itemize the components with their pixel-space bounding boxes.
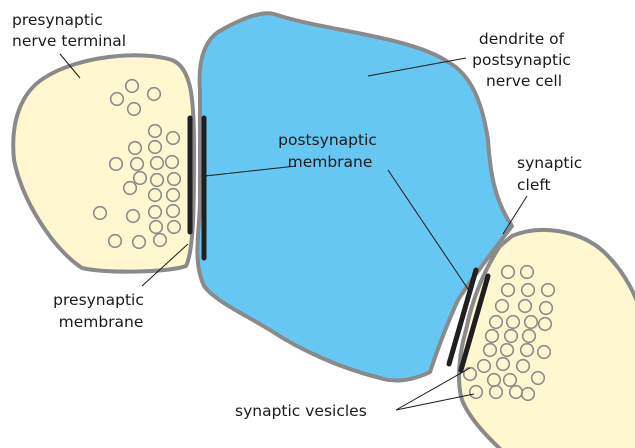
synaptic-vesicle: [532, 372, 545, 385]
label-synaptic-cleft: synaptic cleft: [517, 154, 587, 194]
synaptic-vesicle: [490, 316, 503, 329]
synaptic-vesicle: [486, 330, 499, 343]
synaptic-vesicle: [502, 266, 515, 279]
label-presynaptic-terminal: presynaptic nerve terminal: [12, 11, 126, 50]
synaptic-vesicle: [510, 386, 523, 399]
synaptic-vesicle: [504, 374, 517, 387]
synaptic-vesicle: [127, 210, 140, 223]
synaptic-vesicle: [151, 174, 164, 187]
synaptic-vesicle: [149, 206, 162, 219]
synaptic-vesicle: [542, 284, 555, 297]
synaptic-vesicle: [111, 93, 124, 106]
synaptic-vesicle: [167, 205, 180, 218]
synaptic-vesicle: [150, 221, 163, 234]
synaptic-vesicle: [502, 284, 515, 297]
synaptic-vesicle: [149, 141, 162, 154]
synaptic-vesicle: [168, 173, 181, 186]
synaptic-vesicle: [484, 344, 497, 357]
synaptic-vesicle: [522, 284, 535, 297]
synaptic-vesicle: [497, 358, 510, 371]
synaptic-vesicle: [507, 316, 520, 329]
synaptic-vesicle: [538, 346, 551, 359]
synaptic-vesicle: [540, 302, 553, 315]
synaptic-vesicle: [488, 374, 501, 387]
synaptic-vesicle: [110, 158, 123, 171]
synaptic-vesicle: [128, 103, 141, 116]
synaptic-vesicle: [168, 221, 181, 234]
synaptic-vesicle: [523, 330, 536, 343]
synaptic-vesicle: [522, 388, 535, 401]
synaptic-vesicle: [166, 156, 179, 169]
synaptic-vesicle: [124, 182, 137, 195]
synaptic-vesicle: [517, 360, 530, 373]
synaptic-vesicle: [151, 157, 164, 170]
synaptic-vesicle: [133, 236, 146, 249]
synaptic-vesicle: [148, 88, 161, 101]
synaptic-vesicle: [109, 235, 122, 248]
synaptic-vesicle: [149, 189, 162, 202]
synaptic-vesicle: [154, 234, 167, 247]
label-presynaptic-membrane: presynaptic membrane: [53, 291, 149, 331]
synaptic-vesicle: [149, 125, 162, 138]
synaptic-vesicle: [525, 316, 538, 329]
synaptic-vesicle: [126, 80, 139, 93]
synaptic-vesicle: [134, 172, 147, 185]
synaptic-vesicle: [129, 142, 142, 155]
synaptic-vesicle: [539, 318, 552, 331]
synaptic-vesicle: [131, 158, 144, 171]
label-synaptic-vesicles: synaptic vesicles: [235, 402, 367, 420]
synaptic-vesicle: [94, 207, 107, 220]
synaptic-vesicle: [464, 368, 477, 381]
synaptic-vesicle: [521, 344, 534, 357]
synaptic-vesicle: [521, 266, 534, 279]
synaptic-vesicle: [490, 386, 503, 399]
label-dendrite: dendrite of postsynaptic nerve cell: [472, 30, 576, 90]
synaptic-vesicle: [470, 386, 483, 399]
synaptic-vesicle: [167, 132, 180, 145]
synaptic-vesicle: [519, 300, 532, 313]
postsynaptic-dendrite: [197, 13, 512, 380]
synaptic-vesicle: [505, 330, 518, 343]
synaptic-vesicle: [496, 300, 509, 313]
synaptic-vesicle: [167, 189, 180, 202]
synaptic-vesicle: [478, 360, 491, 373]
synaptic-vesicle: [501, 344, 514, 357]
